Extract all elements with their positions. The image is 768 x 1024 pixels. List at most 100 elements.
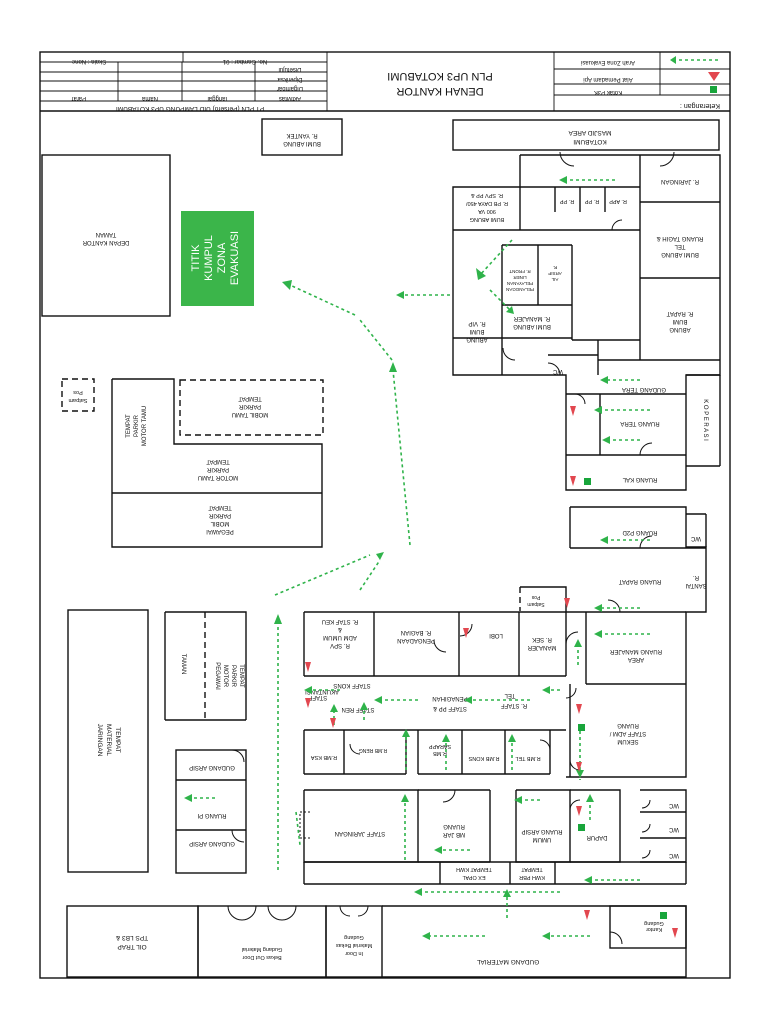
label-pmp2-3: MOTOR (222, 665, 228, 688)
label-rapat-ba-2: BUMI (672, 318, 687, 324)
legend-heading: Keterangan : (680, 102, 720, 109)
label-lobi: LOBI (489, 632, 503, 638)
label-gm-in-3: In Door (345, 950, 363, 956)
label-sek-manajer-1: R. SEK (532, 636, 552, 642)
label-arsip-umum-1: RUANG ARSIP (521, 828, 562, 834)
label-pmtv-3: MOTOR TAMU (142, 406, 148, 446)
label-vip-2: BUMI (469, 328, 484, 334)
label-pmp2-4: PEGAWAI (214, 662, 220, 690)
scale-label: Skala : None (71, 58, 106, 64)
fire-extinguisher-icon (570, 406, 576, 416)
building-masjid (452, 119, 720, 151)
label-tmj-3: JARINGAN (96, 724, 103, 757)
area-tempat-material-jaringan (67, 609, 149, 873)
label-r-jaringan-top: R. JARINGAN (661, 178, 699, 184)
label-pmt-2: PARKIR (238, 403, 261, 409)
label-staff-pp-4: PENAGIHAN (432, 695, 467, 701)
building-main-office (303, 506, 707, 778)
label-pengadaan-1: R. BAGIAN (401, 629, 431, 635)
label-mb-sarapp-2: SARAPP (429, 743, 452, 749)
title-block: Skala : None No. Gambar : 01 Disetujui D… (40, 52, 555, 112)
label-sek-manajer-2: MANAJER (527, 644, 556, 650)
label-kons-akuntansi-2: AKUNTANSI (305, 688, 339, 694)
label-arsip-1: R. (553, 265, 558, 270)
label-pmp-2: PARKIR (208, 512, 231, 518)
room-r-yantek (261, 118, 343, 156)
fire-extinguisher-icon (305, 698, 311, 708)
label-vip-1: R. VIP (468, 320, 485, 326)
label-pmp2-2: PARKIR (230, 665, 236, 688)
label-staff-pp-3: STAFF PP & (433, 705, 467, 711)
legend-first-aid-label: Kotak P3K (594, 89, 622, 95)
label-front-1: R. FRONT (509, 269, 530, 274)
label-r-pp1: R. PP (584, 198, 599, 204)
label-front-4: PELANGGAN (506, 287, 534, 292)
label-arsip-umum-2: UMUM (533, 836, 552, 842)
label-gudang-tera: GUDANG TERA (622, 386, 666, 392)
row-approved: Disetujui (278, 66, 301, 72)
label-r-spv-2: R. PB DAYA 450/ (466, 200, 508, 206)
label-pmt2-3: MOTOR TAMU (198, 474, 238, 480)
evacuation-arrowheads (184, 176, 610, 940)
label-masjid-2: KOTABUMI (573, 138, 607, 145)
label-pmt2-2: PARKIR (206, 466, 229, 472)
legend-evac-label: Arah Zona Evakuasi (581, 59, 635, 65)
area-taman-depan (41, 154, 171, 317)
fire-extinguisher-icon (570, 476, 576, 486)
first-aid-icon (578, 724, 585, 731)
label-pmt2-1: TEMPAT (206, 458, 230, 464)
label-gudang-material: GUDANG MATERIAL (476, 958, 539, 965)
label-pmt-1: TEMPAT (238, 395, 262, 401)
fire-extinguisher-icon (305, 662, 311, 672)
drawing-frame (39, 51, 731, 979)
area-parkir-motor-pegawai (165, 611, 247, 720)
label-wc1: WC (668, 802, 679, 808)
label-pmtv-2: PARKIR (134, 414, 140, 437)
assembly-line1: TITIK (190, 244, 202, 272)
label-kons-akuntansi-1: STAFF KONS (333, 682, 370, 688)
label-tagih-2: TEL (674, 243, 686, 249)
label-staff-pp-2: TEL (504, 692, 516, 698)
col-name: Nama (141, 95, 158, 101)
label-pos-satpam2-2: Satpam (527, 601, 544, 607)
label-pengadaan-2: PENGADAAN (397, 637, 435, 643)
label-staff-adm-2: STAFF ADM / (609, 730, 646, 736)
label-staff-jaringan: STAFF JARINGAN (335, 830, 386, 836)
fire-extinguisher-icon (576, 704, 582, 714)
label-santai-2: SANTAI (685, 582, 707, 588)
legend-fire-label: Alat Pemadam Api (583, 76, 632, 82)
label-dapur: DAPUR (586, 834, 608, 840)
building-bumi-abung (452, 151, 721, 491)
plan-title-line1: DENAH KANTOR (396, 85, 483, 97)
label-gm-in-1: Gudang (344, 934, 364, 940)
legend: Arah Zona Evakuasi Alat Pemadam Api Kota… (554, 52, 730, 109)
assembly-line4: EVAKUASI (229, 231, 241, 285)
label-manajer-ba-2: BUMI ABUNG (513, 323, 551, 329)
label-taman-depan-2: DEPAN KANTOR (82, 239, 129, 245)
parkir-mobil-tamu (179, 379, 324, 436)
label-front-2: LINER (513, 275, 527, 280)
label-gm-out-1: Gudang Material (242, 946, 283, 952)
label-tmj-1: TEMPAT (114, 727, 121, 752)
label-taman-depan-1: TAMAN (96, 231, 117, 237)
label-wc3: WC (668, 852, 679, 858)
fire-extinguisher-icon (584, 910, 590, 920)
label-gudang-arsip-bottom: GUDANG ARSIP (189, 840, 235, 846)
fire-extinguisher-markers (305, 406, 678, 938)
label-r-yantek-1: R. YANTEK (286, 132, 317, 138)
label-tps-1: TPS LB3 & (115, 934, 148, 941)
label-staff-adm-3: SEKUM (617, 738, 638, 744)
label-staff-pp-1: R. STAFF (501, 702, 528, 708)
label-rapat-ba-3: ABUNG (669, 326, 691, 332)
label-mb-kons: R.MB KONS (468, 755, 499, 761)
label-ruang-p2d: RUANG P2D (622, 529, 658, 535)
label-parkir-motor-pegawai: TEMPAT PARKIR MOTOR PEGAWAI (214, 662, 244, 690)
label-pmtv-1: TEMPAT (126, 414, 132, 438)
label-pos-satpam2-1: Pos (531, 594, 540, 600)
row-checked: Diperiksa (277, 76, 303, 82)
label-material-jaringan: TEMPAT MATERIAL JARINGAN (96, 724, 121, 757)
label-mb-tel: R.MB TEL (515, 755, 540, 761)
assembly-line2: KUMPUL (203, 235, 215, 281)
label-arsip-3: AIL (551, 277, 558, 282)
